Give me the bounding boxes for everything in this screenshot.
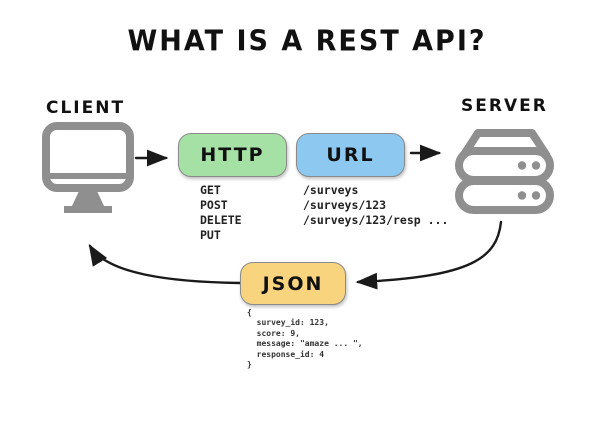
json-snippet-line: score: 9, xyxy=(247,328,300,338)
server-led-dots xyxy=(517,161,541,200)
json-snippet: { survey_id: 123, score: 9, message: "am… xyxy=(247,308,363,370)
json-snippet-line: response_id: 4 xyxy=(247,349,325,359)
json-box-label: JSON xyxy=(262,272,324,295)
http-box-label: HTTP xyxy=(200,144,265,166)
client-label: CLIENT xyxy=(46,98,126,118)
url-box: URL xyxy=(296,133,405,177)
url-paths-list: /surveys /surveys/123 /surveys/123/resp … xyxy=(303,183,448,228)
url-box-label: URL xyxy=(326,144,375,166)
json-snippet-line: message: "amaze ... ", xyxy=(247,339,363,349)
arrow-server-to-json xyxy=(355,220,503,290)
url-path: /surveys/123 xyxy=(303,198,387,212)
http-method: POST xyxy=(200,198,228,212)
server-label: SERVER xyxy=(461,96,548,116)
arrow-json-to-client xyxy=(88,243,242,285)
json-snippet-line: survey_id: 123, xyxy=(247,318,329,328)
monitor-icon xyxy=(42,122,134,213)
http-method: DELETE xyxy=(200,213,242,227)
json-snippet-line: } xyxy=(247,360,252,370)
http-method: GET xyxy=(200,183,221,197)
json-box: JSON xyxy=(240,262,346,305)
http-box: HTTP xyxy=(178,133,287,177)
url-path: /surveys/123/resp ... xyxy=(303,213,449,227)
server-stack-icon xyxy=(455,129,554,214)
http-methods-list: GET POST DELETE PUT xyxy=(200,183,242,243)
json-snippet-line: { xyxy=(247,308,252,317)
url-path: /surveys xyxy=(303,183,359,197)
http-method: PUT xyxy=(200,228,221,242)
page-title: WHAT IS A REST API? xyxy=(127,25,487,58)
